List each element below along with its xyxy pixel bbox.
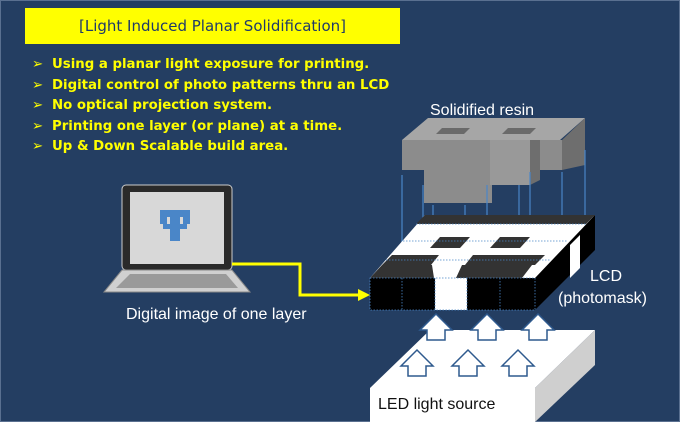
bullet-item: ➢Printing one layer (or plane) at a time… <box>32 117 389 138</box>
light-up-arrows <box>399 312 556 377</box>
bullet-item: ➢No optical projection system. <box>32 96 389 117</box>
yellow-arrow <box>232 262 360 297</box>
digital-image-label: Digital image of one layer <box>126 306 307 323</box>
arrow-bullet-icon: ➢ <box>32 98 44 113</box>
arrow-bullet-icon: ➢ <box>32 139 44 154</box>
lcd-label: LCD <box>590 268 623 285</box>
slide-title: [Light Induced Planar Solidification] <box>25 8 400 44</box>
arrow-bullet-icon: ➢ <box>32 118 44 134</box>
bullet-item: ➢Up & Down Scalable build area. <box>32 137 389 158</box>
bullet-item: ➢Using a planar light exposure for print… <box>32 55 389 76</box>
lcd-sublabel: (photomask) <box>558 290 647 307</box>
solidified-resin-block <box>402 118 585 203</box>
laptop-icon <box>102 184 252 293</box>
arrow-bullet-icon: ➢ <box>32 77 44 93</box>
resin-label: Solidified resin <box>430 102 535 119</box>
led-label: LED light source <box>378 396 496 413</box>
bullet-item: ➢Digital control of photo patterns thru … <box>32 76 389 97</box>
bullet-list: ➢Using a planar light exposure for print… <box>32 55 389 158</box>
lcd-photomask <box>369 215 595 311</box>
arrow-bullet-icon: ➢ <box>32 57 44 72</box>
